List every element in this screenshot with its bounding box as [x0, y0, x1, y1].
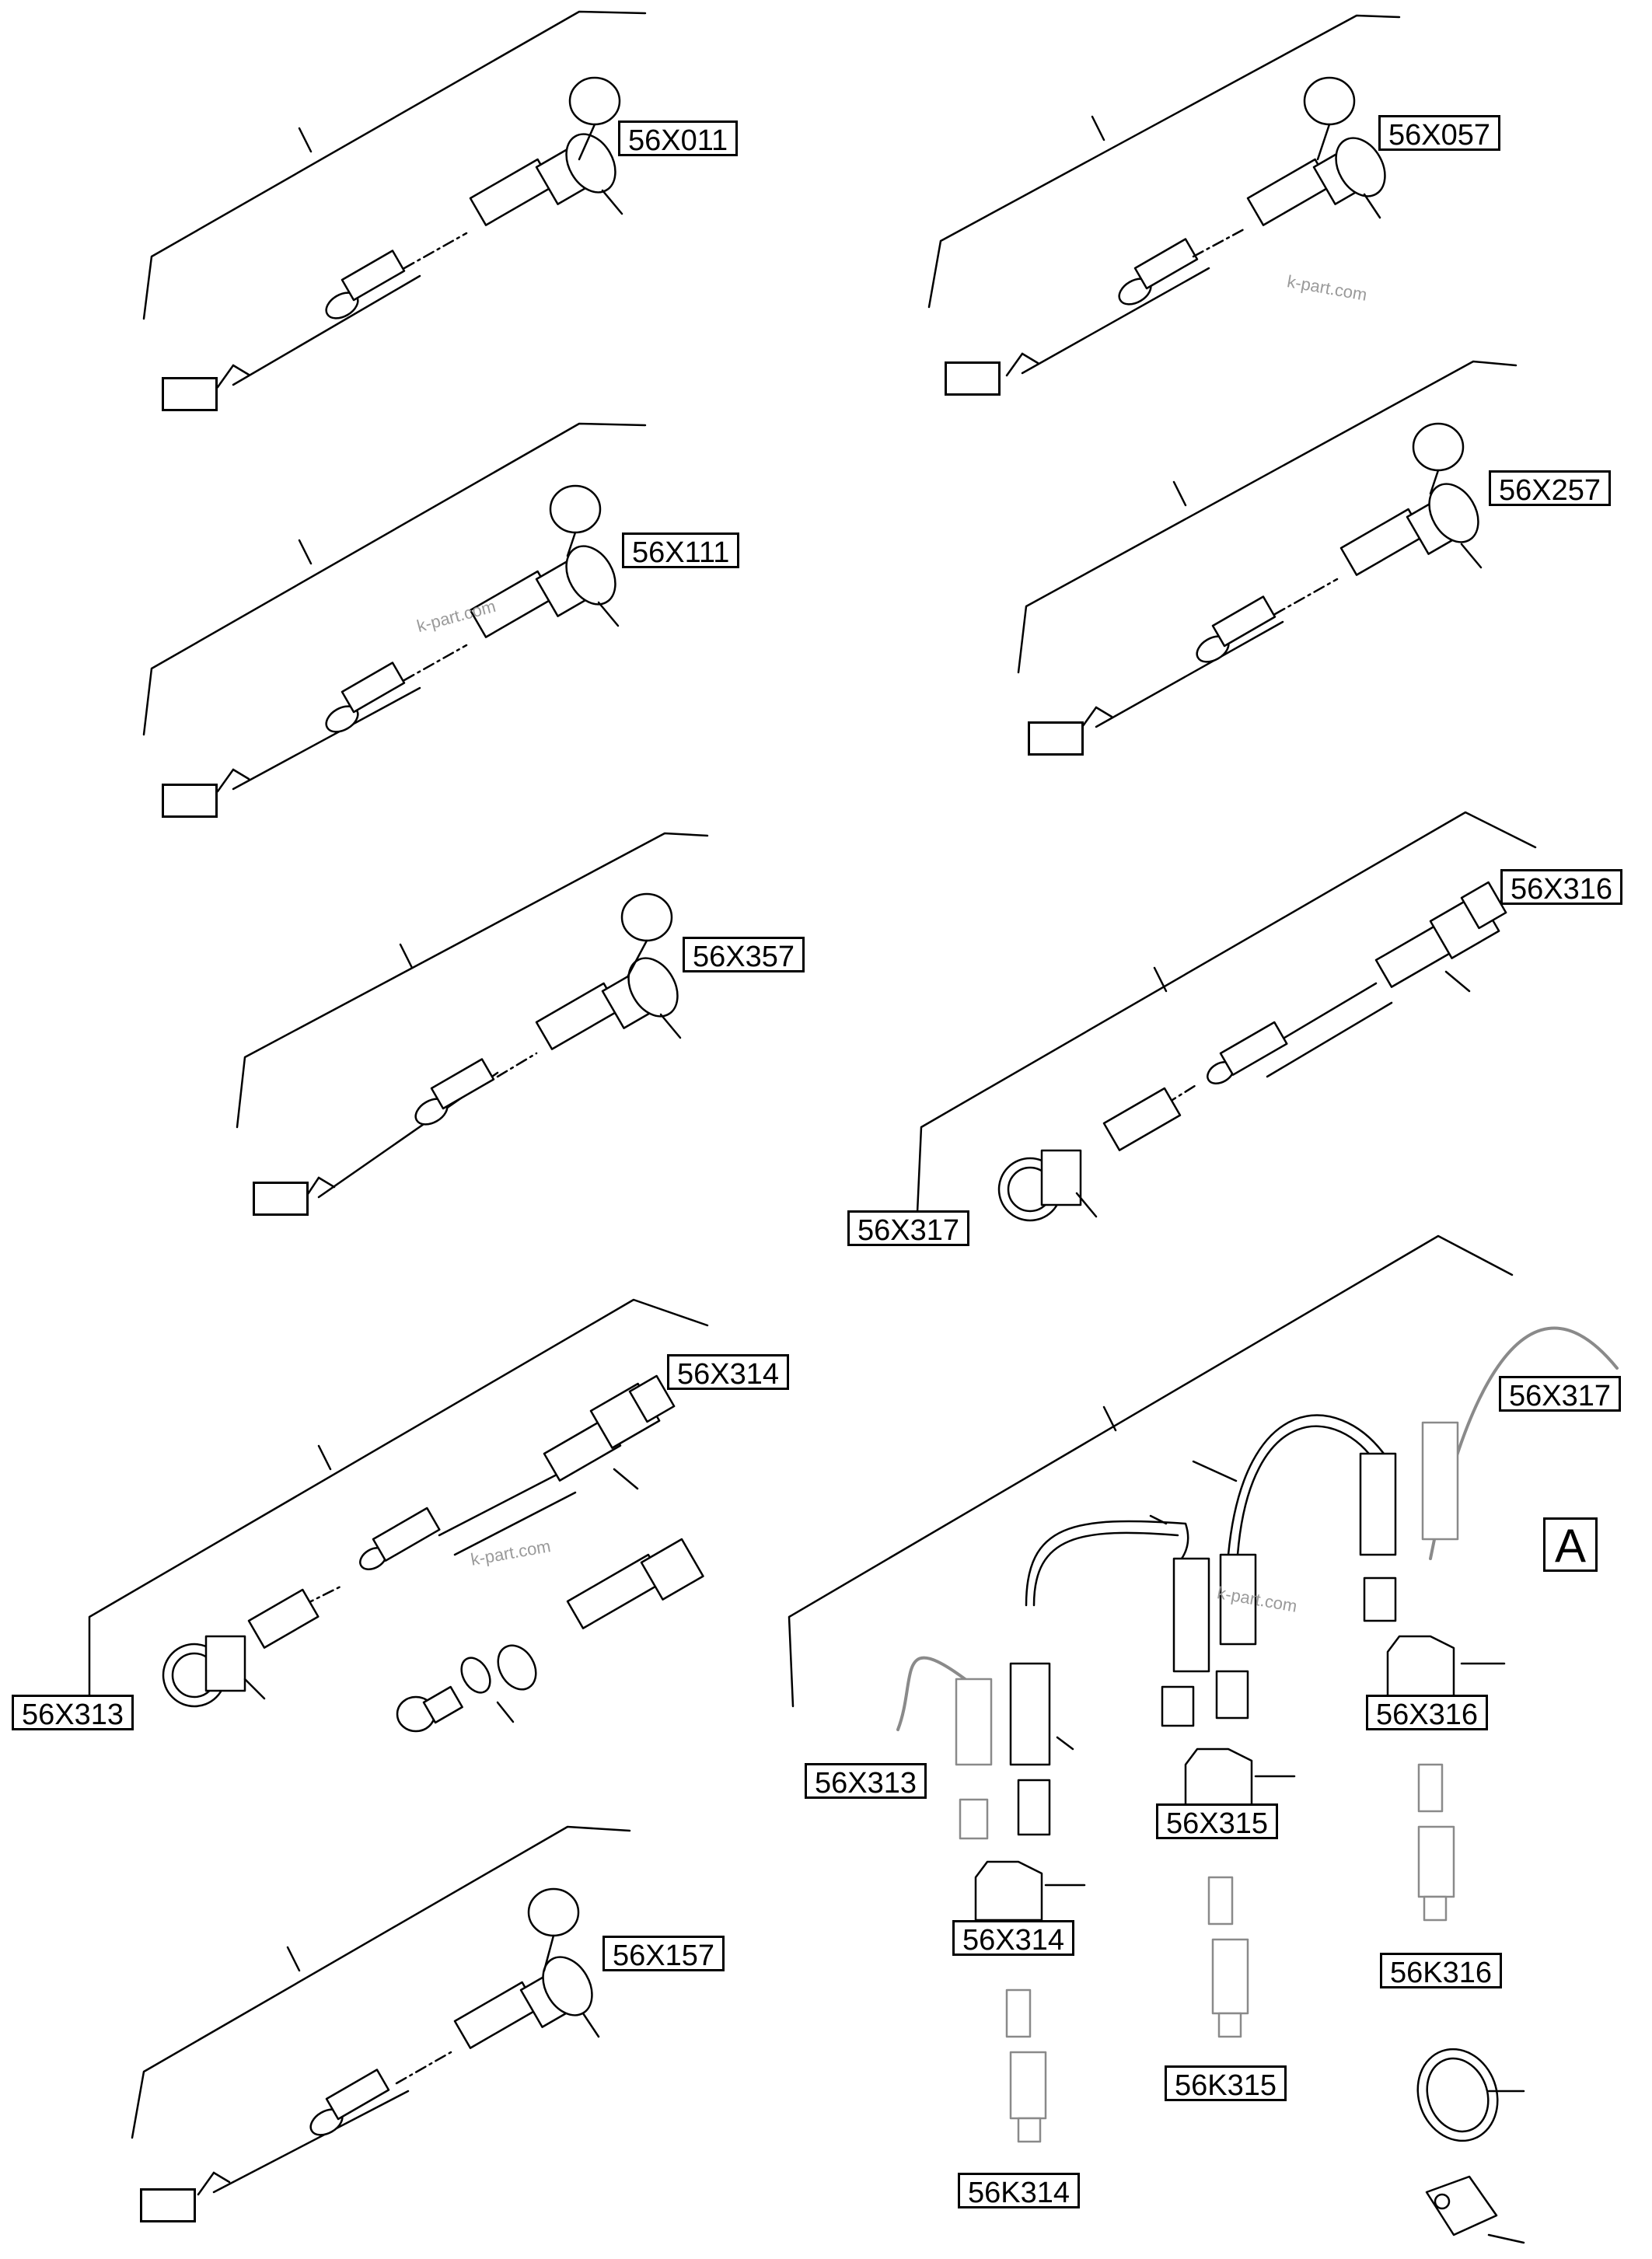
empty-callout-box: [945, 361, 1001, 396]
label-56x011: 56X011: [618, 120, 739, 157]
label-56x111: 56X111: [622, 532, 740, 569]
label-56x314-left: 56X314: [667, 1354, 790, 1391]
empty-callout-box: [162, 784, 218, 818]
assembly-56x257: [1017, 360, 1518, 731]
harness-view-a: [788, 1234, 1619, 2244]
label-56k316: 56K316: [1380, 1953, 1503, 1989]
label-56x314-right: 56X314: [952, 1920, 1075, 1957]
label-56x315: 56X315: [1156, 1803, 1279, 1840]
empty-callout-box: [253, 1182, 309, 1216]
assembly-56x057: [927, 14, 1401, 377]
empty-callout-box: [1028, 721, 1084, 756]
label-56x313-left: 56X313: [12, 1695, 134, 1731]
label-56k315: 56K315: [1165, 2065, 1287, 2102]
assembly-56x357: [236, 832, 709, 1203]
label-56x316-right: 56X316: [1366, 1695, 1489, 1731]
empty-callout-box: [140, 2188, 196, 2222]
assembly-56x111: [142, 422, 647, 793]
assembly-56x011: [142, 10, 647, 396]
assembly-56x314: [88, 1298, 709, 1733]
label-56x257: 56X257: [1489, 470, 1612, 507]
label-56k314: 56K314: [958, 2173, 1081, 2209]
empty-callout-box: [162, 377, 218, 411]
view-a-marker: A: [1543, 1517, 1598, 1572]
label-56x313-right: 56X313: [805, 1763, 927, 1800]
assembly-56x157: [131, 1825, 631, 2196]
label-56x357: 56X357: [683, 937, 805, 973]
label-56x317-right: 56X317: [1499, 1376, 1622, 1412]
label-56x157: 56X157: [602, 1936, 725, 1972]
assembly-56x316: [916, 811, 1537, 1222]
label-56x057: 56X057: [1378, 115, 1501, 152]
label-56x317-mid: 56X317: [847, 1210, 970, 1247]
label-56x316-top: 56X316: [1500, 869, 1623, 906]
